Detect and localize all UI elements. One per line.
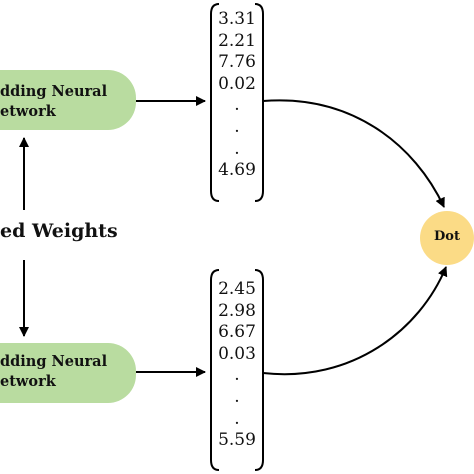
- top-vector-value: 4.69: [218, 160, 256, 181]
- top-vector: 3.31 2.21 7.76 0.02 . . . 4.69: [213, 9, 261, 182]
- top-vector-value: 2.21: [218, 30, 256, 51]
- top-vector-ellipsis: .: [234, 95, 240, 116]
- top-network-node: [0, 70, 136, 130]
- bottom-vector-value: 6.67: [218, 322, 256, 343]
- bottom-vector-left-bracket: [210, 269, 220, 471]
- top-vector-value: 7.76: [218, 52, 256, 73]
- bottom-vector-value: 2.98: [218, 300, 256, 321]
- top-vector-value: 0.02: [218, 73, 256, 94]
- bottom-vector-to-dot-arrow: [262, 266, 448, 376]
- bottom-vector-value: 0.03: [218, 343, 256, 364]
- bottom-network-label: dding Neural etwork: [0, 352, 107, 392]
- top-vector-right-bracket: [254, 3, 264, 202]
- top-network-label-line1: dding Neural: [0, 83, 108, 100]
- dot-node: [420, 211, 474, 265]
- top-vector-value: 3.31: [218, 9, 256, 29]
- bottom-network-label-line2: etwork: [0, 373, 56, 390]
- top-network-label: dding Neural etwork: [0, 82, 107, 122]
- bottom-vector-value: 5.59: [218, 430, 256, 451]
- top-vector-ellipsis: .: [234, 116, 240, 137]
- bottom-vector-ellipsis: .: [234, 408, 240, 429]
- bottom-vector-right-bracket: [254, 269, 264, 471]
- bottom-network-label-line1: dding Neural: [0, 353, 108, 370]
- top-vector-to-dot-arrow: [262, 99, 445, 208]
- bottom-vector-ellipsis: .: [234, 386, 240, 407]
- shared-weights-label: ed Weights: [0, 220, 118, 242]
- top-network-label-line2: etwork: [0, 103, 56, 120]
- bottom-vector-ellipsis: .: [234, 365, 240, 386]
- top-vector-ellipsis: .: [234, 138, 240, 159]
- bottom-vector-value: 2.45: [218, 279, 256, 299]
- bottom-vector: 2.45 2.98 6.67 0.03 . . . 5.59: [213, 279, 261, 452]
- top-vector-left-bracket: [210, 3, 220, 202]
- dot-label: Dot: [434, 229, 460, 244]
- bottom-network-node: [0, 343, 136, 403]
